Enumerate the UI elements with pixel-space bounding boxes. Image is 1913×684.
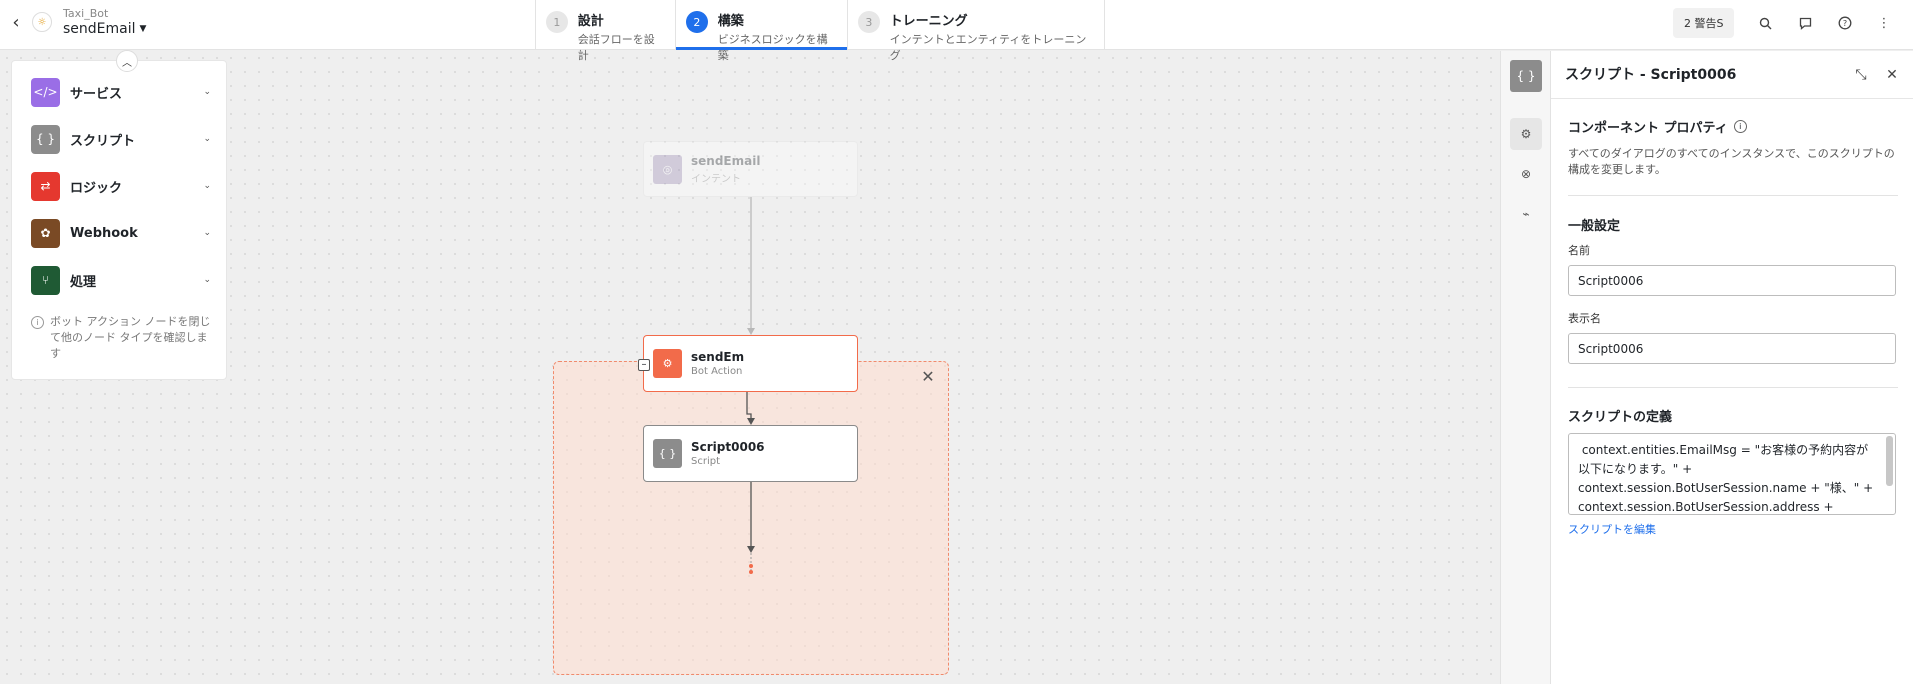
info-icon[interactable]: i [1733, 120, 1747, 133]
general-settings-title: 一般設定 [1568, 219, 1621, 234]
bot-logo-icon: ☼ [32, 12, 52, 32]
script-line: 以下になります。" + [1578, 462, 1693, 476]
edit-script-link[interactable]: スクリプトを編集 [1568, 523, 1656, 536]
script-line: context.session.BotUserSession.name + "様… [1578, 481, 1874, 495]
step-number: 1 [546, 11, 568, 33]
node-subtitle: インテント [691, 173, 741, 185]
info-icon: i [31, 316, 44, 329]
tab-training[interactable]: 3 トレーニング インテントとエンティティをトレーニング [848, 0, 1105, 62]
scrollbar[interactable] [1886, 436, 1893, 486]
bot-action-node[interactable]: ⚙ sendEm Bot Action [643, 335, 858, 392]
node-title: sendEm [691, 350, 745, 364]
bot-action-icon: ⚙ [653, 349, 682, 378]
node-subtitle: Script [691, 456, 721, 467]
search-icon[interactable] [1754, 12, 1776, 34]
component-properties-label: コンポーネント プロパティ [1568, 121, 1728, 136]
palette-item-process[interactable]: ⑂ 処理 ⌄ [31, 265, 211, 295]
chat-icon[interactable] [1794, 12, 1816, 34]
plugin-icon[interactable]: ⌁ [1522, 207, 1530, 221]
caret-down-icon: ▼ [139, 24, 147, 34]
node-title: Script0006 [691, 440, 765, 454]
step-tabs: 1 設計 会話フローを設計 2 構築 ビジネスロジックを構築 3 トレーニング … [535, 0, 1105, 62]
bot-name: Taxi_Bot [63, 7, 109, 20]
palette-item-label: スクリプト [70, 133, 136, 149]
top-header: ‹ ☼ Taxi_Bot sendEmail ▼ 1 設計 会話フローを設計 2… [0, 0, 1913, 62]
palette-item-label: Webhook [70, 225, 138, 241]
node-palette: ︿ </> サービス ⌄ { } スクリプト ⌄ ⇄ ロジック ⌄ ✿ Webh… [11, 50, 227, 380]
display-name-label: 表示名 [1568, 312, 1601, 325]
back-arrow-icon[interactable]: ‹ [12, 11, 20, 33]
collapse-up-icon[interactable]: ︿ [116, 50, 138, 72]
step-number: 2 [686, 11, 708, 33]
code-icon: </> [31, 77, 60, 107]
dialog-name: sendEmail [63, 21, 136, 37]
palette-item-webhook[interactable]: ✿ Webhook ⌄ [31, 218, 211, 248]
step-number: 3 [858, 11, 880, 33]
help-icon[interactable]: ? [1834, 12, 1856, 34]
process-icon: ⑂ [31, 265, 60, 295]
palette-hint: i ボット アクション ノードを閉じて他のノード タイプを確認します [31, 314, 211, 362]
chevron-down-icon: ⌄ [203, 228, 211, 238]
palette-item-label: ロジック [70, 180, 123, 196]
name-input[interactable] [1568, 265, 1896, 296]
palette-item-logic[interactable]: ⇄ ロジック ⌄ [31, 171, 211, 201]
chevron-down-icon: ⌄ [203, 181, 211, 191]
palette-item-service[interactable]: </> サービス ⌄ [31, 77, 211, 107]
chevron-down-icon: ⌄ [203, 134, 211, 144]
webhook-icon: ✿ [31, 218, 60, 248]
collapse-panel-icon[interactable]: ⤡ [1855, 67, 1867, 83]
name-label: 名前 [1568, 244, 1590, 257]
palette-item-label: サービス [70, 86, 123, 102]
palette-hint-text: ボット アクション ノードを閉じて他のノード タイプを確認します [50, 315, 211, 360]
more-vertical-icon[interactable]: ⋮ [1877, 15, 1891, 31]
node-subtitle: Bot Action [691, 366, 743, 377]
panel-title: スクリプト - Script0006 [1565, 67, 1737, 83]
step-title: 設計 [577, 14, 604, 29]
collapse-node-icon[interactable]: – [638, 359, 650, 371]
palette-item-label: 処理 [70, 274, 97, 290]
palette-item-script[interactable]: { } スクリプト ⌄ [31, 124, 211, 154]
step-title: 構築 [717, 14, 744, 29]
property-panel: スクリプト - Script0006 ⤡ ✕ コンポーネント プロパティ i す… [1550, 51, 1913, 684]
properties-rail: { } ⚙ ⊗ ⌁ [1500, 51, 1550, 684]
settings-gear-icon[interactable]: ⚙ [1510, 118, 1542, 150]
component-properties-title: コンポーネント プロパティ i [1568, 117, 1747, 136]
script-definition-title: スクリプトの定義 [1568, 410, 1673, 425]
intent-node[interactable]: ◎ sendEmail インテント [643, 141, 858, 197]
close-icon[interactable]: ✕ [1886, 67, 1898, 83]
step-subtitle: インテントとエンティティをトレーニング [889, 33, 1087, 62]
svg-text:?: ? [1843, 19, 1847, 28]
step-subtitle: 会話フローを設計 [577, 33, 655, 62]
connections-icon[interactable]: ⊗ [1520, 167, 1532, 181]
chevron-down-icon: ⌄ [203, 87, 211, 97]
script-definition-textarea[interactable]: context.entities.EmailMsg = "お客様の予約内容が 以… [1568, 433, 1896, 515]
flow-connectors [746, 197, 755, 574]
tab-design[interactable]: 1 設計 会話フローを設計 [536, 0, 676, 62]
script-node[interactable]: { } Script0006 Script [643, 425, 858, 482]
close-group-icon[interactable]: ✕ [921, 366, 935, 386]
step-title: トレーニング [889, 14, 968, 29]
warnings-badge[interactable]: 2 警告S [1673, 8, 1735, 38]
node-title: sendEmail [691, 153, 761, 168]
divider [1568, 387, 1898, 388]
logic-icon: ⇄ [31, 171, 60, 201]
script-line: context.session.BotUserSession.address + [1578, 500, 1834, 514]
tab-build[interactable]: 2 構築 ビジネスロジックを構築 [676, 0, 848, 62]
script-icon: { } [653, 439, 682, 468]
script-line: context.entities.EmailMsg = "お客様の予約内容が [1578, 443, 1869, 457]
script-icon: { } [31, 124, 60, 154]
script-icon[interactable]: { } [1510, 60, 1542, 92]
display-name-input[interactable] [1568, 333, 1896, 364]
dialog-selector[interactable]: sendEmail ▼ [63, 21, 146, 37]
divider [1568, 195, 1898, 196]
component-properties-desc: すべてのダイアログのすべてのインスタンスで、このスクリプトの構成を変更します。 [1568, 147, 1895, 176]
panel-header: スクリプト - Script0006 ⤡ ✕ [1551, 51, 1913, 99]
intent-icon: ◎ [653, 154, 682, 184]
chevron-down-icon: ⌄ [203, 275, 211, 285]
step-subtitle: ビジネスロジックを構築 [717, 33, 828, 62]
